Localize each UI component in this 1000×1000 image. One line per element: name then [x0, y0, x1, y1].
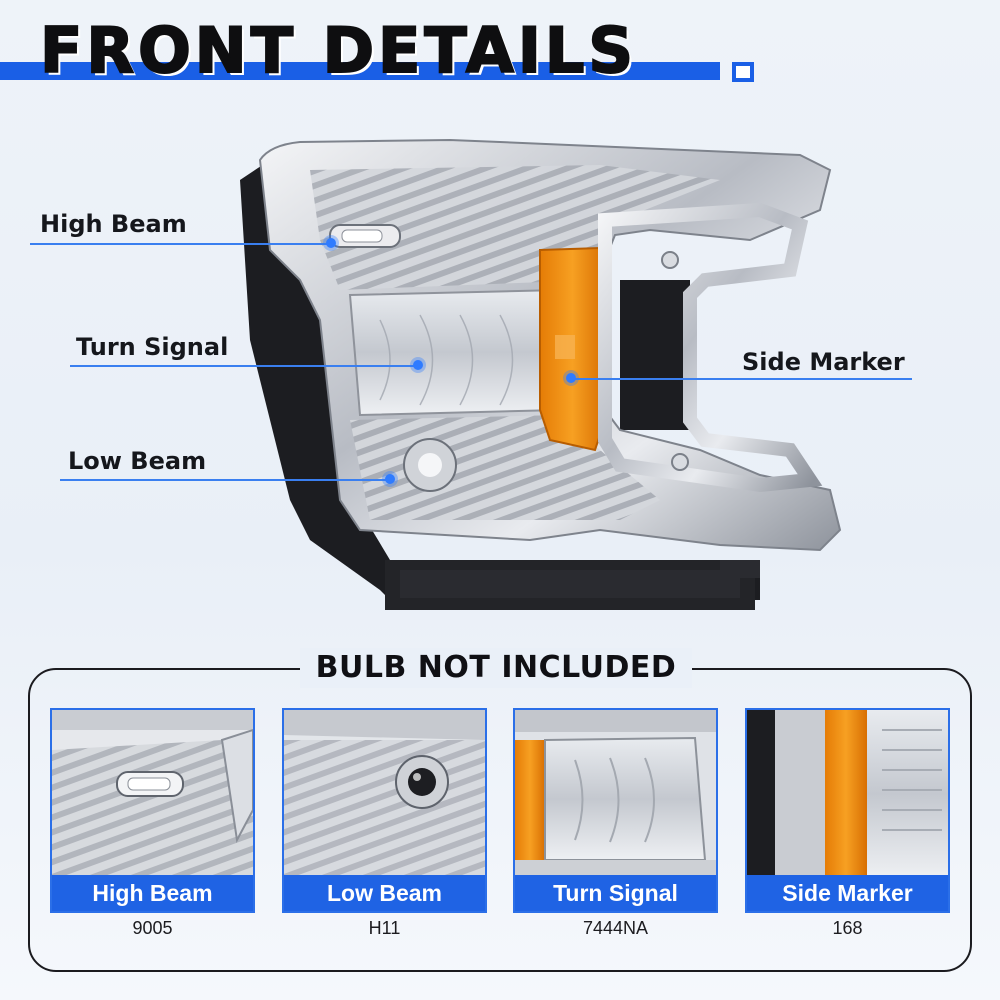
bulb-card-low-beam: Low Beam [282, 708, 487, 913]
bulb-card-turn-signal: Turn Signal [513, 708, 718, 913]
callout-turn-signal-line [70, 365, 420, 367]
callout-high-beam-line [30, 243, 330, 245]
header-accent-square [732, 62, 754, 82]
callout-low-beam-label: Low Beam [68, 447, 207, 475]
page-title: FRONT DETAILS [39, 13, 638, 88]
bulb-card-label: High Beam [52, 875, 253, 911]
bulb-card-side-marker: Side Marker [745, 708, 950, 913]
beam-point-icon [385, 474, 395, 484]
bulb-card-label: Low Beam [284, 875, 485, 911]
callout-low-beam-line [60, 479, 390, 481]
headlight-image [240, 138, 842, 610]
low-beam-closeup-image [284, 710, 485, 878]
bulb-code-side-marker: 168 [832, 918, 863, 938]
side-marker-closeup-image [747, 710, 948, 878]
callout-side-marker-label: Side Marker [742, 348, 905, 376]
callout-high-beam-label: High Beam [40, 210, 187, 238]
callout-turn-signal-label: Turn Signal [76, 333, 229, 361]
beam-point-icon [413, 360, 423, 370]
beam-point-icon [326, 238, 336, 248]
high-beam-closeup-image [52, 710, 253, 878]
bulb-code-low-beam: H11 [368, 918, 401, 938]
bulb-card-label: Side Marker [747, 875, 948, 911]
beam-point-icon [566, 373, 576, 383]
bulb-card-high-beam: High Beam [50, 708, 255, 913]
panel-title: BULB NOT INCLUDED [300, 648, 692, 688]
callout-side-marker-line [572, 378, 912, 380]
bulb-code-turn-signal: 7444NA [582, 918, 649, 938]
header-underline-bar [0, 62, 720, 80]
bulb-code-high-beam: 9005 [132, 918, 173, 938]
bulb-card-label: Turn Signal [515, 875, 716, 911]
turn-signal-closeup-image [515, 710, 716, 878]
